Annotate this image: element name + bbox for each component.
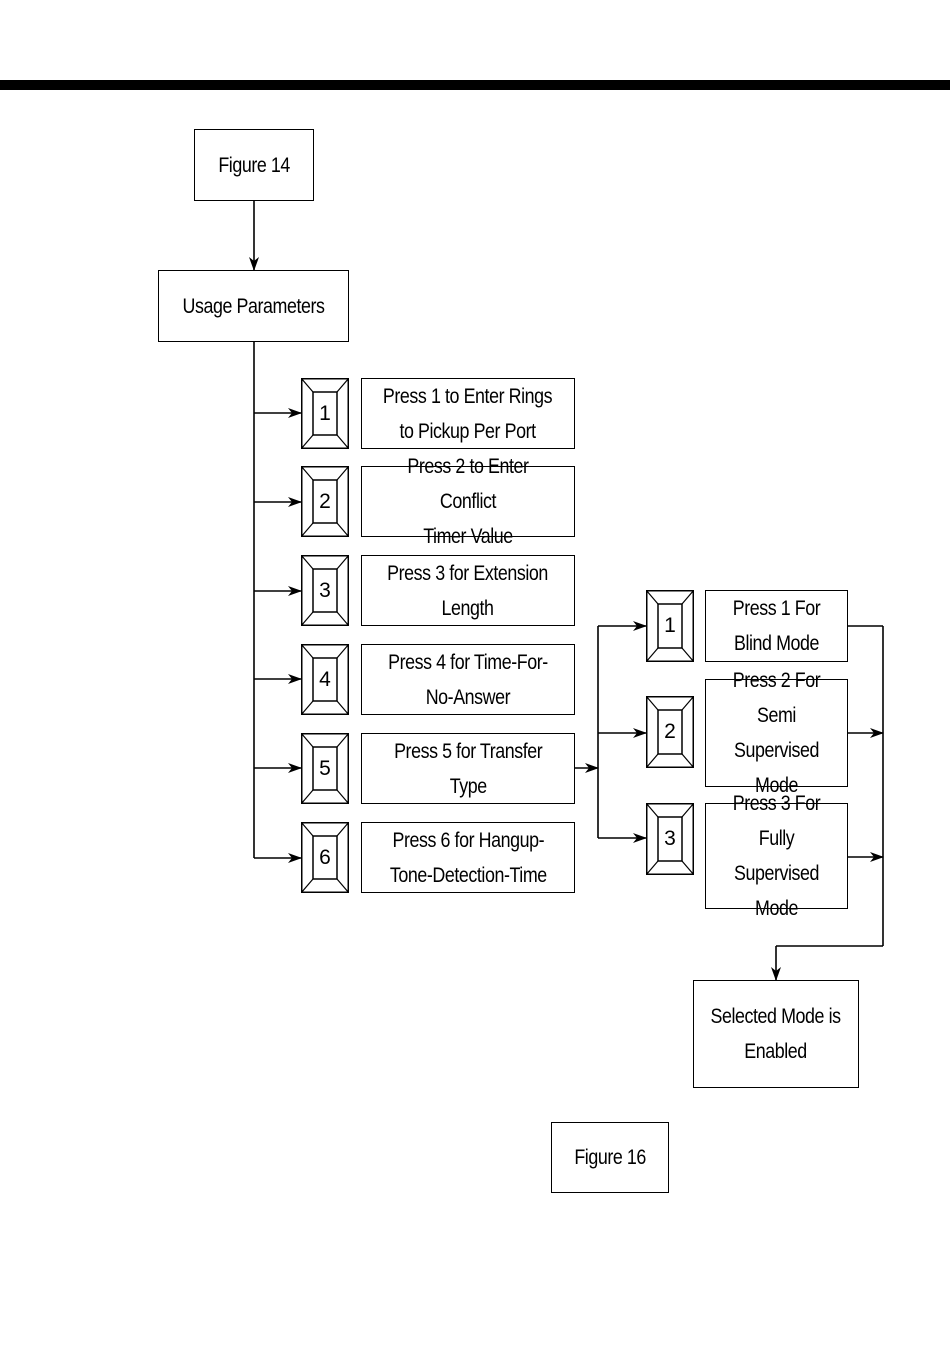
key-1-icon: 1 xyxy=(301,378,349,449)
fully-supervised-box: Press 3 For Fully Supervised Mode xyxy=(705,792,848,920)
option-2-box: Press 2 to Enter Conflict Timer Value xyxy=(361,455,575,548)
key-6-icon: 6 xyxy=(301,822,349,893)
option-3-box: Press 3 for Extension Length xyxy=(361,555,575,626)
transfer-key-3-icon: 3 xyxy=(646,803,694,875)
figure-14-box: Figure 14 xyxy=(194,129,314,201)
key-2-icon: 2 xyxy=(301,466,349,537)
key-number: 4 xyxy=(319,667,331,691)
key-number: 1 xyxy=(319,401,331,425)
transfer-key-1-icon: 1 xyxy=(646,590,694,662)
key-number: 2 xyxy=(319,489,331,513)
key-number: 2 xyxy=(664,720,676,743)
key-5-icon: 5 xyxy=(301,733,349,804)
option-4-box: Press 4 for Time-For- No-Answer xyxy=(361,644,575,715)
option-5-box: Press 5 for Transfer Type xyxy=(361,733,575,804)
key-number: 3 xyxy=(664,827,676,850)
key-number: 5 xyxy=(319,756,331,780)
key-4-icon: 4 xyxy=(301,644,349,715)
usage-parameters-box: Usage Parameters xyxy=(158,270,349,342)
semi-supervised-box: Press 2 For Semi Supervised Mode xyxy=(705,669,848,797)
key-number: 3 xyxy=(319,578,331,602)
blind-mode-box: Press 1 For Blind Mode xyxy=(705,590,848,662)
selected-mode-box: Selected Mode is Enabled xyxy=(693,980,859,1088)
transfer-key-2-icon: 2 xyxy=(646,696,694,768)
key-number: 1 xyxy=(664,614,676,637)
page-header-rule xyxy=(0,80,950,90)
option-1-box: Press 1 to Enter Rings to Pickup Per Por… xyxy=(361,378,575,449)
key-number: 6 xyxy=(319,845,331,869)
option-6-box: Press 6 for Hangup- Tone-Detection-Time xyxy=(361,822,575,893)
key-3-icon: 3 xyxy=(301,555,349,626)
figure-16-box: Figure 16 xyxy=(551,1122,669,1193)
